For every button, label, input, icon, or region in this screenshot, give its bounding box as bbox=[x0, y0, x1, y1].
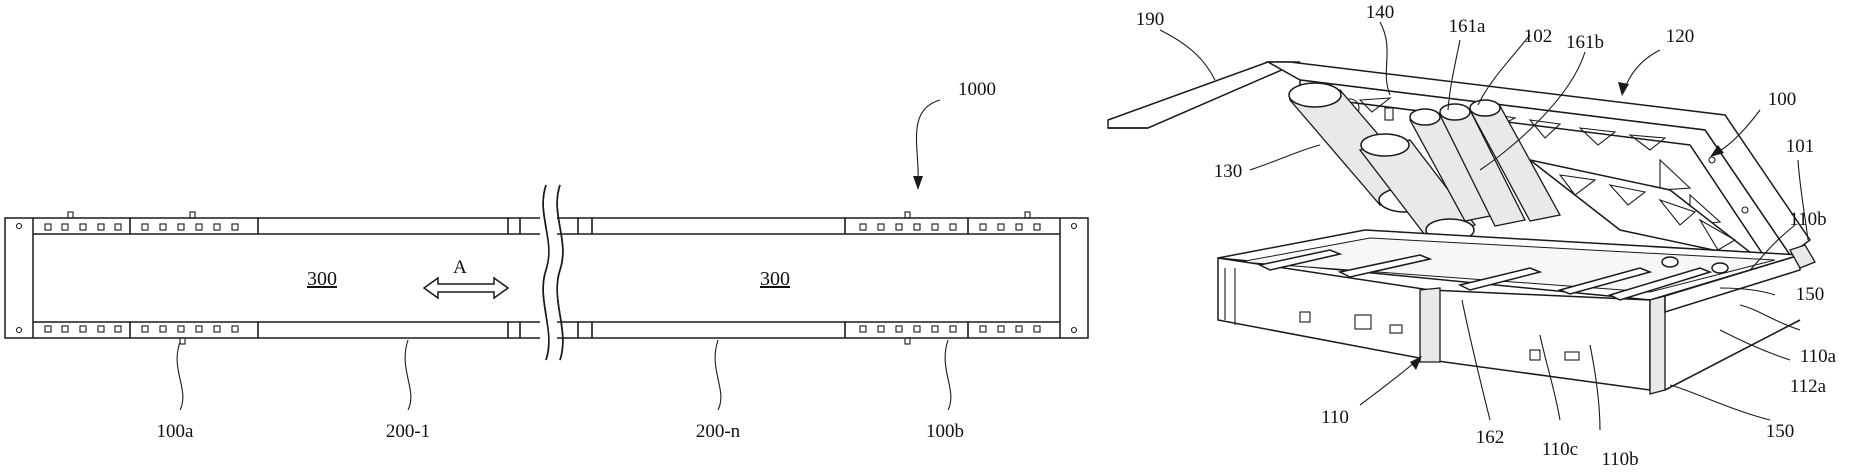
ref-label-140: 140 bbox=[1366, 2, 1395, 23]
ref-label-110b-top: 110b bbox=[1789, 209, 1826, 230]
direction-label-A: A bbox=[453, 257, 467, 278]
ref-label-110c: 110c bbox=[1542, 439, 1578, 460]
ref-label-100b: 100b bbox=[926, 421, 964, 442]
ref-label-162: 162 bbox=[1476, 427, 1505, 448]
right-end-plate bbox=[1060, 218, 1088, 338]
ref-label-161a: 161a bbox=[1449, 16, 1487, 37]
conveyor-system-figure: A 300 300 1000 100a 200-1 200-n 100b bbox=[5, 79, 1088, 442]
ref-label-101: 101 bbox=[1786, 136, 1815, 157]
track-label-300-right: 300 bbox=[760, 268, 790, 290]
ref-label-161b: 161b bbox=[1566, 32, 1604, 53]
track-label-300-left: 300 bbox=[307, 268, 337, 290]
ref-label-1000: 1000 bbox=[958, 79, 996, 100]
top-rail-brackets bbox=[45, 212, 1040, 230]
bottom-rail-brackets bbox=[45, 326, 1040, 344]
ref-label-150-bottom: 150 bbox=[1766, 421, 1795, 442]
ref-label-100: 100 bbox=[1768, 89, 1797, 110]
ref-label-200-1: 200-1 bbox=[386, 421, 430, 442]
ref-label-130: 130 bbox=[1214, 161, 1243, 182]
ref-label-100a: 100a bbox=[157, 421, 195, 442]
ref-label-102: 102 bbox=[1524, 26, 1553, 47]
ref-label-200-n: 200-n bbox=[696, 421, 741, 442]
ref-label-110b-bottom: 110b bbox=[1601, 449, 1638, 470]
base-tray-110 bbox=[1218, 230, 1800, 394]
ref-label-112a: 112a bbox=[1790, 376, 1827, 397]
module-isometric-figure: 190 140 161a 102 161b 120 100 101 110b 1… bbox=[1108, 2, 1837, 470]
ref-label-190: 190 bbox=[1136, 9, 1165, 30]
ref-label-110: 110 bbox=[1321, 407, 1349, 428]
ref-label-110a: 110a bbox=[1800, 346, 1837, 367]
direction-arrow bbox=[424, 278, 508, 298]
ref-label-120: 120 bbox=[1666, 26, 1695, 47]
ref-label-150-top: 150 bbox=[1796, 284, 1825, 305]
left-end-plate bbox=[5, 218, 33, 338]
cover-plate-190 bbox=[1108, 62, 1300, 128]
